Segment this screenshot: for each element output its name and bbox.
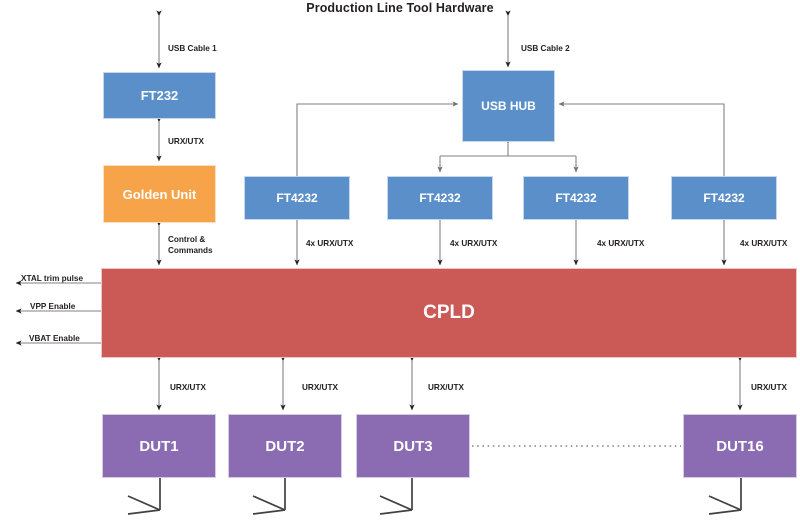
node-dut3-label: DUT3 <box>393 437 433 455</box>
edge-label-usb-cable-2: USB Cable 2 <box>521 44 570 53</box>
node-ft4232-2-label: FT4232 <box>419 191 461 205</box>
node-usb-hub[interactable]: USB HUB <box>462 70 555 142</box>
node-cpld[interactable]: CPLD <box>101 268 797 358</box>
edge-label-control-commands-line2: Commands <box>168 246 213 255</box>
node-dut16-label: DUT16 <box>716 437 764 455</box>
edge-label-4x-urx-utx-2: 4x URX/UTX <box>450 239 498 248</box>
edge-label-4x-urx-utx-1: 4x URX/UTX <box>306 239 354 248</box>
node-ft4232-4[interactable]: FT4232 <box>671 176 777 220</box>
node-ft4232-2[interactable]: FT4232 <box>387 176 493 220</box>
node-ft232-label: FT232 <box>140 88 179 103</box>
edge-label-control-commands-line1: Control & <box>168 235 206 244</box>
page-title: Production Line Tool Hardware <box>306 1 494 15</box>
edge-label-xtal-trim-pulse: XTAL trim pulse <box>21 274 84 283</box>
edge-label-urx-utx-dut16: URX/UTX <box>751 383 787 392</box>
edge-label-vpp-enable: VPP Enable <box>30 302 76 311</box>
edge-label-4x-urx-utx-3: 4x URX/UTX <box>597 239 645 248</box>
node-dut2-label: DUT2 <box>265 437 305 455</box>
edge-label-urx-utx-dut1: URX/UTX <box>170 383 206 392</box>
node-ft4232-1-label: FT4232 <box>276 191 318 205</box>
edge-label-usb-cable-1: USB Cable 1 <box>168 44 217 53</box>
node-ft232[interactable]: FT232 <box>103 72 216 119</box>
node-ft4232-4-label: FT4232 <box>703 191 745 205</box>
node-dut3[interactable]: DUT3 <box>356 414 470 478</box>
edge-label-urx-utx-dut3: URX/UTX <box>428 383 464 392</box>
node-dut2[interactable]: DUT2 <box>228 414 342 478</box>
edge-label-vbat-enable: VBAT Enable <box>29 334 80 343</box>
node-ft4232-3[interactable]: FT4232 <box>523 176 629 220</box>
node-dut1[interactable]: DUT1 <box>102 414 216 478</box>
edge-label-urx-utx-golden: URX/UTX <box>168 137 204 146</box>
node-ft4232-1[interactable]: FT4232 <box>244 176 350 220</box>
node-cpld-label: CPLD <box>423 302 475 323</box>
edge-label-4x-urx-utx-4: 4x URX/UTX <box>740 239 788 248</box>
edge-label-urx-utx-dut2: URX/UTX <box>302 383 338 392</box>
node-ft4232-3-label: FT4232 <box>555 191 597 205</box>
node-golden-unit-label: Golden Unit <box>122 186 197 202</box>
node-golden-unit[interactable]: Golden Unit <box>103 165 216 223</box>
node-dut16[interactable]: DUT16 <box>683 414 797 478</box>
node-dut1-label: DUT1 <box>139 437 179 455</box>
node-usb-hub-label: USB HUB <box>481 99 536 113</box>
